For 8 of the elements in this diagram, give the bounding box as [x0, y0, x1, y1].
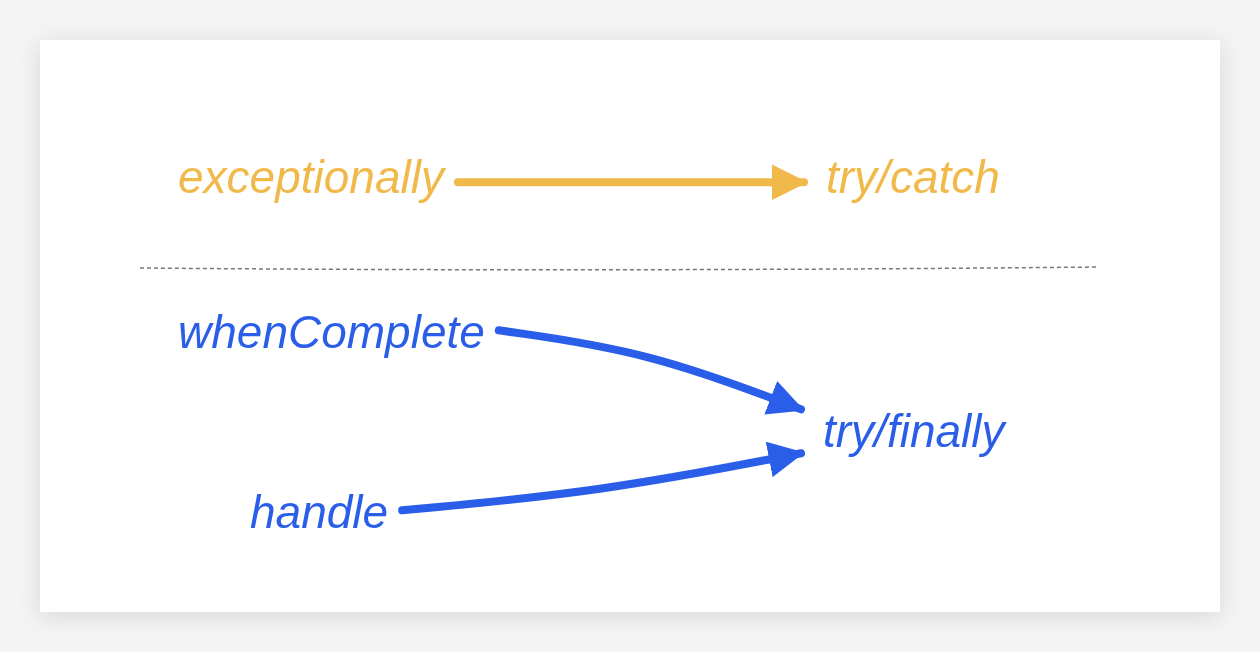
node-label: try/catch: [826, 152, 1000, 203]
node-label: try/finally: [823, 406, 1005, 457]
node-label: handle: [250, 487, 389, 538]
arrow: [494, 326, 805, 415]
node-label: whenComplete: [178, 307, 485, 358]
arrow: [398, 441, 805, 515]
node-label: exceptionally: [178, 152, 444, 203]
arrow: [453, 164, 808, 201]
